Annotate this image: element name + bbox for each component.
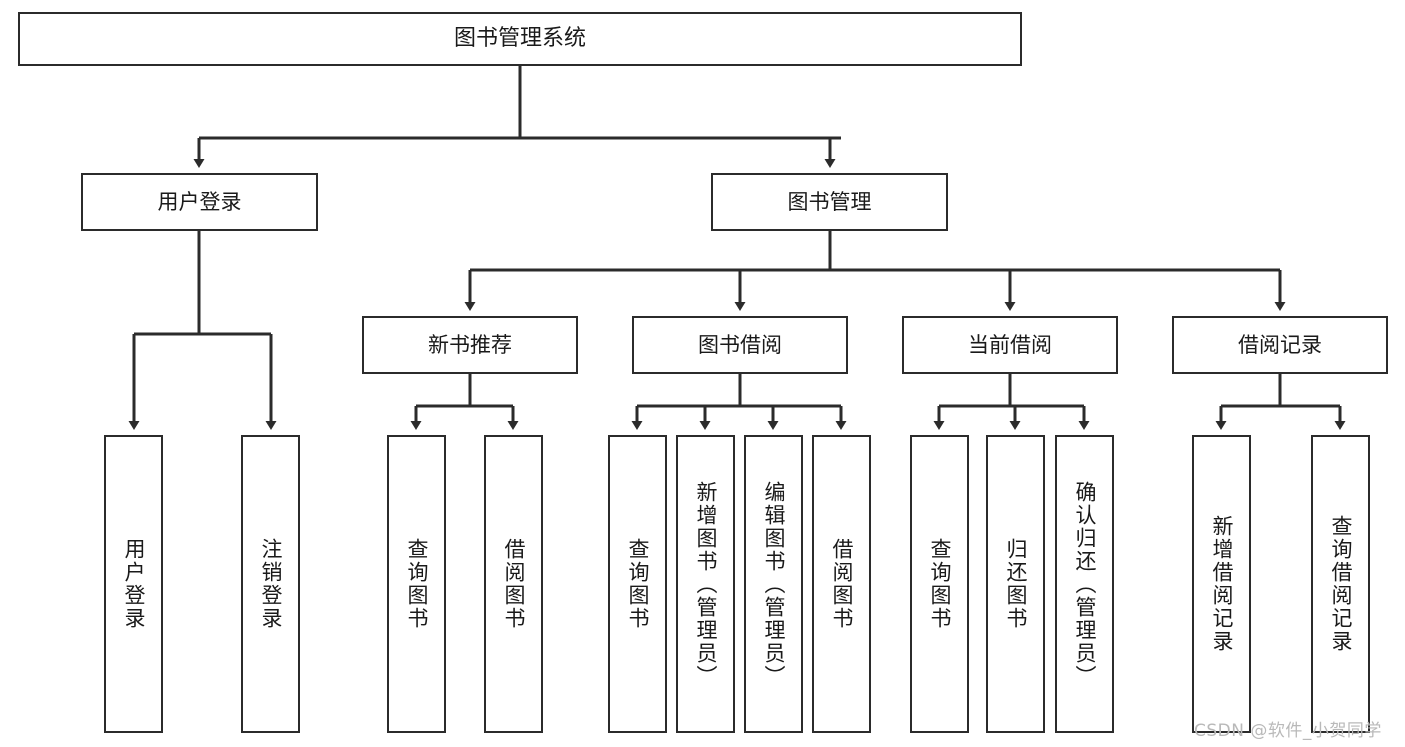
node-leaf-logout-login-label: 注销登录 — [259, 538, 283, 630]
node-leaf-query-borrow-record-label: 查询借阅记录 — [1329, 515, 1353, 653]
node-leaf-add-borrow-record[interactable]: 新增借阅记录 — [1192, 435, 1251, 733]
node-new-book-recommend[interactable]: 新书推荐 — [362, 316, 578, 374]
node-leaf-user-login[interactable]: 用户登录 — [104, 435, 163, 733]
node-leaf-query-book-2-label: 查询图书 — [626, 538, 650, 630]
node-leaf-borrow-book-2-label: 借阅图书 — [830, 538, 854, 630]
node-leaf-borrow-book-1-label: 借阅图书 — [502, 538, 526, 630]
node-borrow-record[interactable]: 借阅记录 — [1172, 316, 1388, 374]
node-user-login[interactable]: 用户登录 — [81, 173, 318, 231]
node-current-borrow[interactable]: 当前借阅 — [902, 316, 1118, 374]
node-book-management-label: 图书管理 — [787, 189, 872, 214]
node-leaf-add-book-admin-label: 新增图书（管理员） — [694, 480, 718, 688]
node-new-book-recommend-label: 新书推荐 — [428, 332, 512, 357]
node-leaf-borrow-book-1[interactable]: 借阅图书 — [484, 435, 543, 733]
node-leaf-query-book-3-label: 查询图书 — [928, 538, 952, 630]
node-root-label: 图书管理系统 — [453, 26, 586, 52]
node-borrow-record-label: 借阅记录 — [1238, 332, 1322, 357]
csdn-watermark: CSDN @软件_小贺同学 — [1194, 721, 1382, 741]
node-leaf-add-book-admin[interactable]: 新增图书（管理员） — [676, 435, 735, 733]
node-root[interactable]: 图书管理系统 — [18, 12, 1022, 66]
node-leaf-query-book-1-label: 查询图书 — [405, 538, 429, 630]
node-leaf-edit-book-admin[interactable]: 编辑图书（管理员） — [744, 435, 803, 733]
node-leaf-query-book-3[interactable]: 查询图书 — [910, 435, 969, 733]
node-user-login-label: 用户登录 — [157, 189, 242, 214]
node-book-borrow-label: 图书借阅 — [698, 332, 782, 357]
node-current-borrow-label: 当前借阅 — [968, 332, 1052, 357]
node-leaf-confirm-return-admin-label: 确认归还（管理员） — [1073, 480, 1097, 688]
node-leaf-query-book-1[interactable]: 查询图书 — [387, 435, 446, 733]
node-leaf-query-borrow-record[interactable]: 查询借阅记录 — [1311, 435, 1370, 733]
node-leaf-add-borrow-record-label: 新增借阅记录 — [1210, 515, 1234, 653]
node-leaf-return-book-label: 归还图书 — [1004, 538, 1028, 630]
node-leaf-user-login-label: 用户登录 — [122, 538, 146, 630]
node-leaf-edit-book-admin-label: 编辑图书（管理员） — [762, 480, 786, 688]
node-leaf-borrow-book-2[interactable]: 借阅图书 — [812, 435, 871, 733]
node-leaf-return-book[interactable]: 归还图书 — [986, 435, 1045, 733]
node-leaf-query-book-2[interactable]: 查询图书 — [608, 435, 667, 733]
node-leaf-confirm-return-admin[interactable]: 确认归还（管理员） — [1055, 435, 1114, 733]
node-leaf-logout-login[interactable]: 注销登录 — [241, 435, 300, 733]
node-book-borrow[interactable]: 图书借阅 — [632, 316, 848, 374]
node-book-management[interactable]: 图书管理 — [711, 173, 948, 231]
